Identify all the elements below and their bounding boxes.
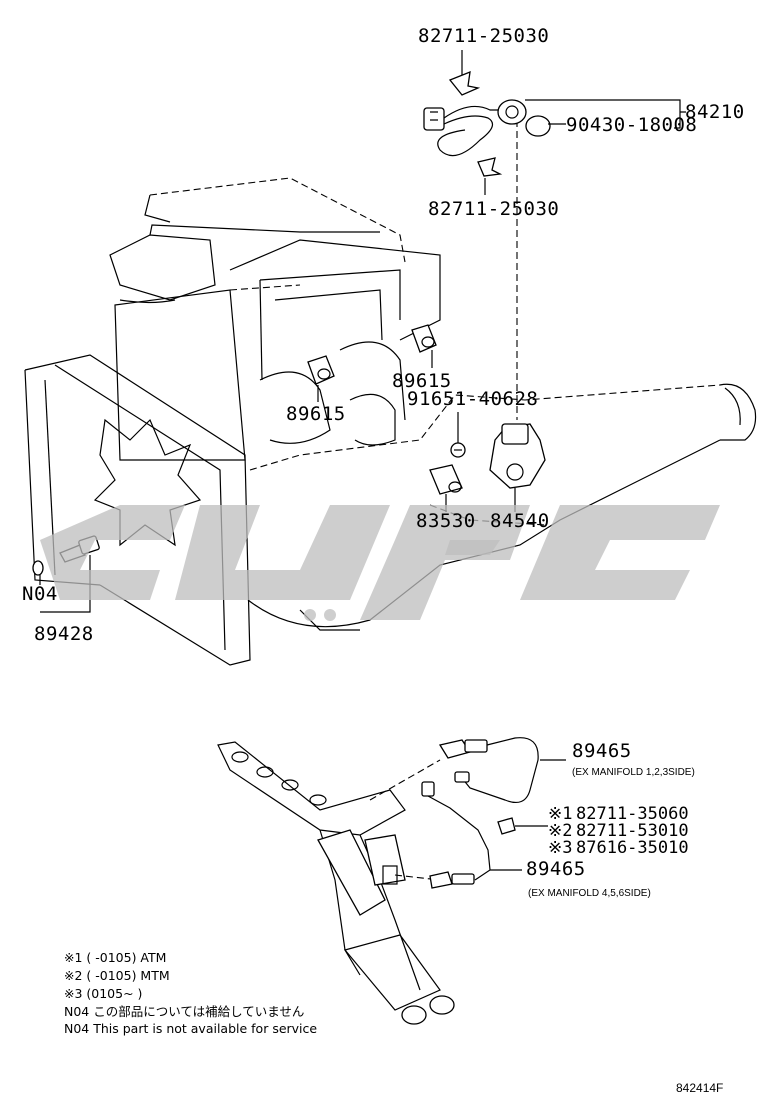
diagram-code: 842414F xyxy=(676,1081,723,1095)
oxygen-sensor-lower-icon xyxy=(421,781,548,889)
note-line: ※3 (0105~ ) xyxy=(64,986,142,1001)
label-switch-right: 89615 xyxy=(392,370,452,392)
grommet-icon xyxy=(525,115,551,137)
label-o2-upper: 89465 xyxy=(572,740,632,762)
oil-switch-right xyxy=(411,324,437,368)
note-line: N04 This part is not available for servi… xyxy=(64,1021,317,1036)
sensor-small-icon xyxy=(429,464,463,512)
note-line: ※1 ( -0105) ATM xyxy=(64,950,166,965)
exhaust-outlet-icon xyxy=(429,995,455,1015)
label-switch-left: 89615 xyxy=(286,403,346,425)
label-o2-upper-note: (EX MANIFOLD 1,2,3SIDE) xyxy=(572,767,695,778)
label-bolt: 91651-40628 xyxy=(407,388,538,410)
label-opt1-mark: ※1 xyxy=(548,804,572,824)
connector-icon xyxy=(423,107,445,131)
oxygen-sensor-upper-icon xyxy=(438,737,566,803)
label-sensor-small: 83530 xyxy=(416,510,476,532)
exhaust-outlet-icon xyxy=(401,1005,427,1025)
watermark xyxy=(40,505,720,621)
label-opt1: 82711-35060 xyxy=(576,804,689,824)
label-throttle-sensor: 84540 xyxy=(490,510,550,532)
exhaust-manifold xyxy=(217,741,455,1025)
label-grommet: 90430-18008 xyxy=(566,114,697,136)
part-labels: 82711-25030 84210 90430-18008 82711-2503… xyxy=(22,25,745,899)
throttle-assembly-group xyxy=(423,50,686,195)
label-opt3-mark: ※3 xyxy=(548,838,572,858)
label-opt2-mark: ※2 xyxy=(548,821,572,841)
oil-switch-left xyxy=(307,355,335,402)
throttle-body-sensor-icon xyxy=(489,423,546,512)
label-opt3: 87616-35010 xyxy=(576,838,689,858)
note-line: N04 この部品については補給していません xyxy=(64,1004,304,1019)
label-throttle-assy: 84210 xyxy=(685,101,745,123)
label-o2-lower-note: (EX MANIFOLD 4,5,6SIDE) xyxy=(528,888,651,899)
label-clamp-top: 82711-25030 xyxy=(418,25,549,47)
label-n04: N04 xyxy=(22,583,58,605)
note-line: ※2 ( -0105) MTM xyxy=(64,968,170,983)
clip-icon xyxy=(497,817,516,835)
notes-block: ※1 ( -0105) ATM ※2 ( -0105) MTM ※3 (0105… xyxy=(64,950,317,1036)
label-temp-sensor: 89428 xyxy=(34,623,94,645)
gasket-icon xyxy=(32,560,44,576)
clamp-icon-top xyxy=(448,70,481,96)
label-o2-lower: 89465 xyxy=(526,858,586,880)
throttle-position-sensor-icon xyxy=(497,99,527,125)
label-clamp-bottom: 82711-25030 xyxy=(428,198,559,220)
label-opt2: 82711-53010 xyxy=(576,821,689,841)
clamp-icon-bottom xyxy=(477,157,503,177)
bolt-icon xyxy=(450,412,466,458)
